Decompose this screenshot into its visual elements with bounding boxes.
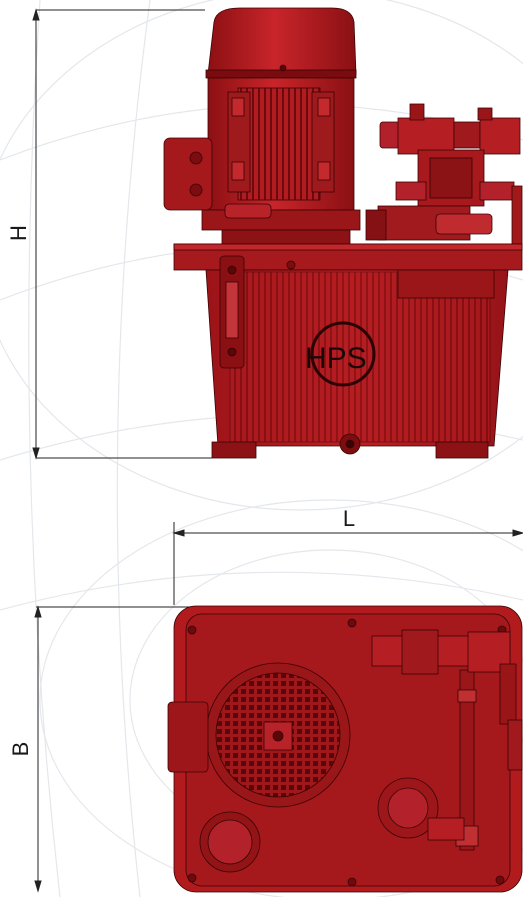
height-dimension-label: H: [6, 225, 31, 241]
hps-logo: [310, 321, 376, 387]
length-dimension-label: L: [342, 506, 356, 531]
top-view: [167, 605, 523, 893]
front-view: [163, 7, 523, 459]
motor-fan-cover: [207, 7, 357, 75]
terminal-box: [163, 137, 213, 211]
dimension-lines: [32, 8, 523, 893]
width-dimension-label: B: [8, 741, 33, 757]
valve-block: [365, 103, 523, 245]
logo-text: HPS: [305, 342, 367, 375]
